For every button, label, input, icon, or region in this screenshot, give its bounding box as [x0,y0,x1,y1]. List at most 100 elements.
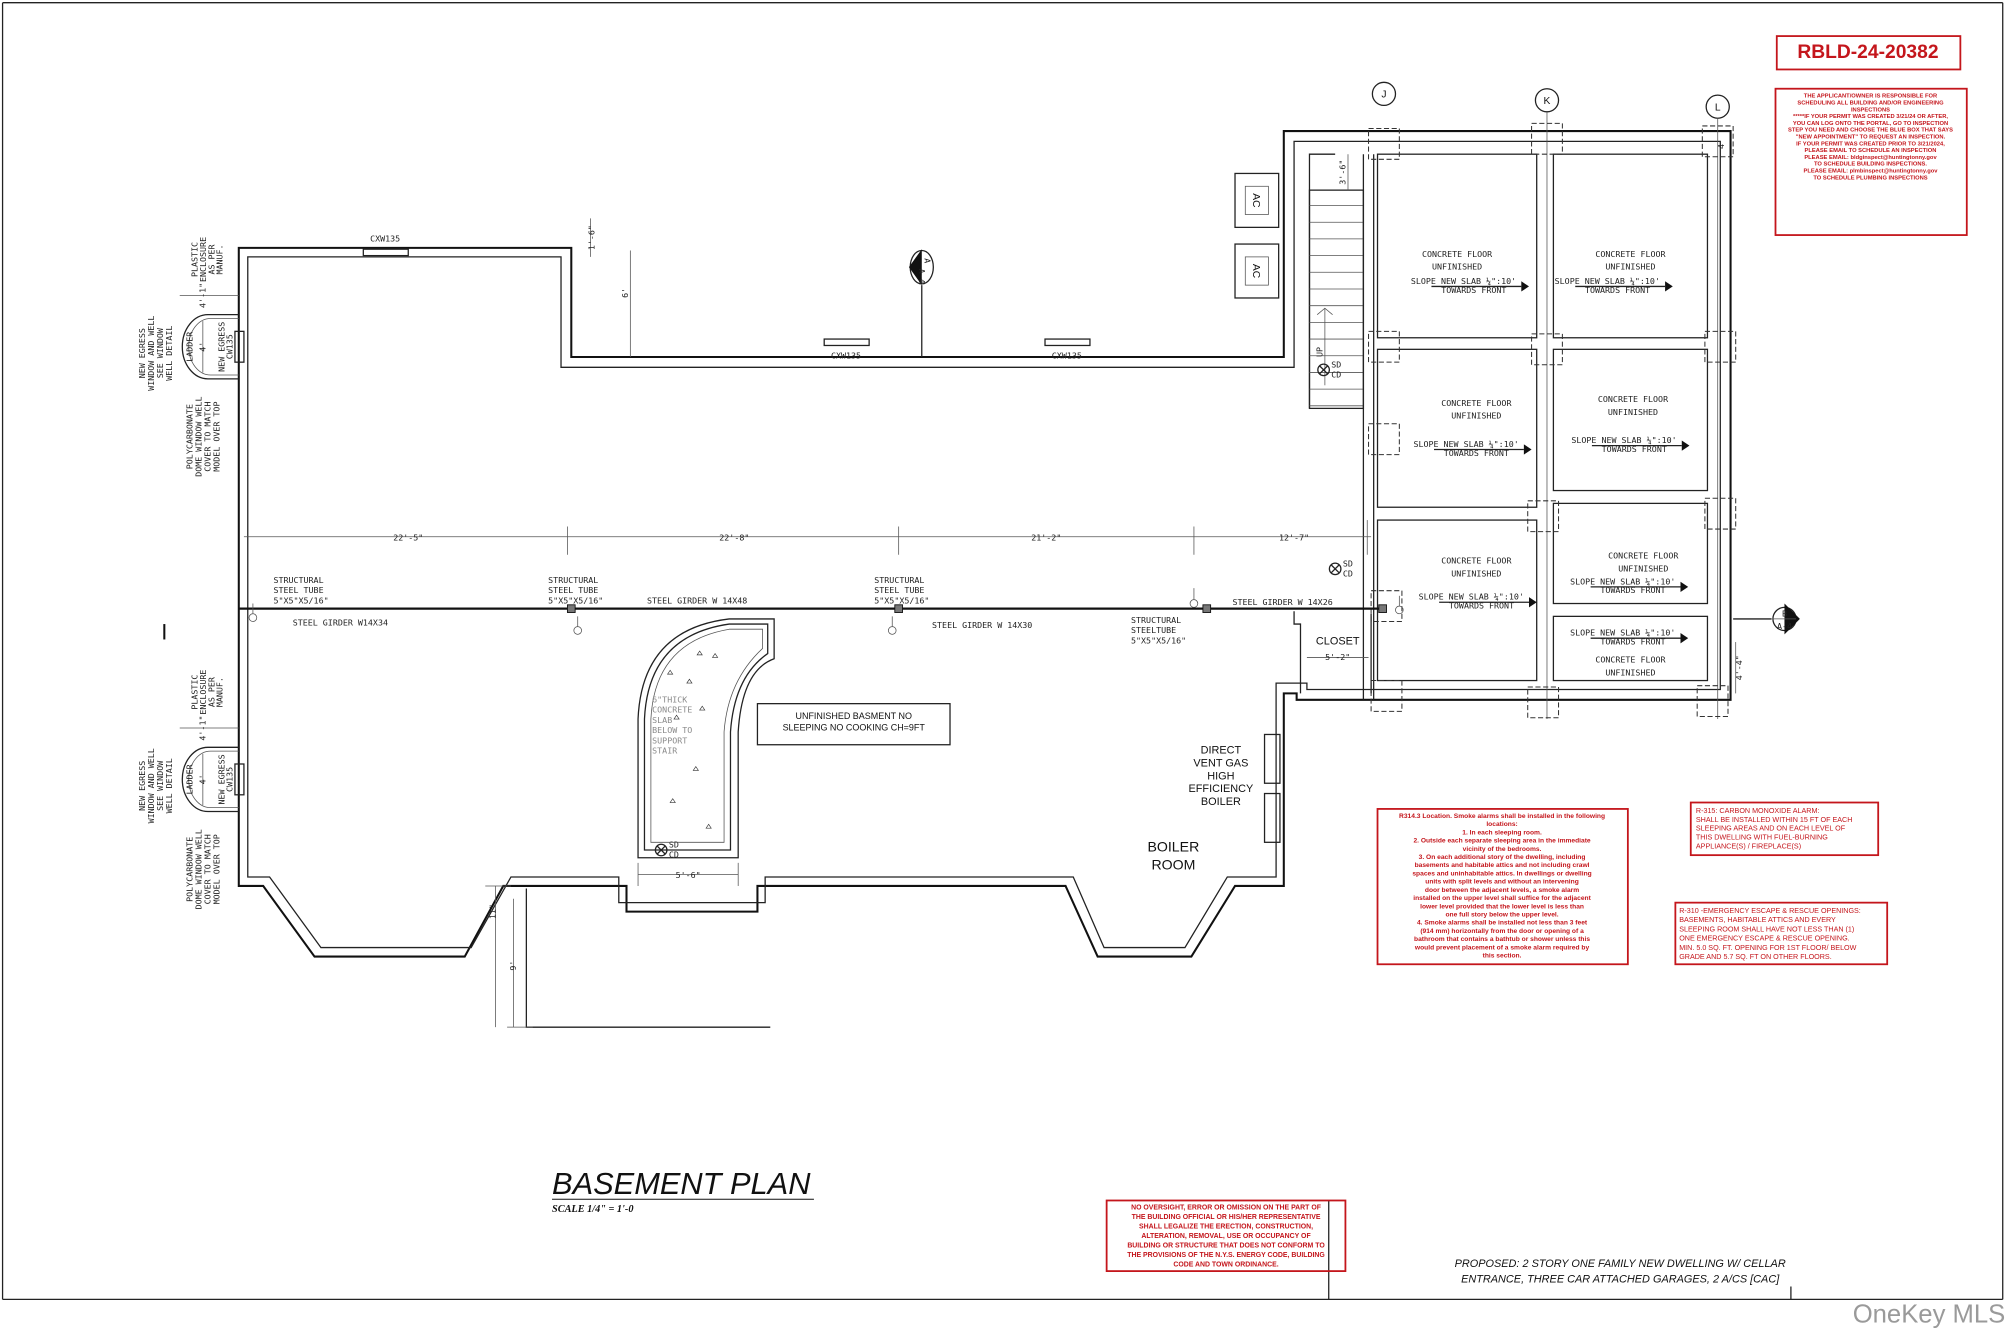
ac-label: AC [1250,193,1261,208]
egress-detail-text: POLYCARBONATEDOME WINDOW WELLCOVER TO MA… [185,829,222,909]
grid-label: K [1544,96,1551,107]
permit-number: RBLD-24-20382 [1797,42,1938,63]
window-cxw135-2: CXW135 [823,338,870,360]
steel-girder: STEEL GIRDER W14X34 STEEL GIRDER W 14X48… [163,575,1404,645]
text-line: SUPPORT [652,735,687,745]
text-line: YOU CAN LOG ONTO THE PORTAL, GO TO INSPE… [1793,121,1948,127]
text-line: R-315: CARBON MONOXIDE ALARM: [1696,807,1820,815]
slope-direction: TOWARDS FRONT [1585,285,1650,295]
detector-icon [1317,363,1331,377]
text-line: ALTERATION, REMOVAL, USE OR OCCUPANCY OF [1141,1233,1310,1240]
floor-label: CONCRETE FLOOR [1595,655,1666,665]
carbon-monoxide-note: R-315: CARBON MONOXIDE ALARM:SHALL BE IN… [1689,801,1880,857]
girder-label: STEEL GIRDER W 14X30 [932,620,1032,630]
dimension-right: 4'-4" 4' [1716,139,1744,694]
window-label: CXW135 [370,233,400,243]
plan-title: BASEMENT PLAN [552,1166,811,1201]
permit-stamp: RBLD-24-20382 [1775,35,1962,71]
text-line: BASEMENTS, HABITABLE ATTICS AND EVERY [1679,916,1836,924]
slope-direction: TOWARDS FRONT [1449,601,1514,611]
text-line: STAIR [652,746,678,756]
status-label: UNFINISHED [1432,262,1482,272]
slope-direction: TOWARDS FRONT [1444,448,1509,458]
text-line: STEP YOU NEED AND CHOOSE THE BLUE BOX TH… [1788,128,1953,134]
window-well-inner [188,750,239,809]
text-line: spaces and uninhabitable attics. In dwel… [1412,870,1591,877]
egress-detail-text: LADDER [185,763,195,794]
dimension-label: 12'-7" [1279,533,1309,543]
text-line: THIS DWELLING WITH FUEL-BURNING [1696,834,1828,842]
ac-unit-1: AC [1234,172,1280,229]
floor-label: CONCRETE FLOOR [1422,249,1493,259]
egress-detail-text: POLYCARBONATEDOME WINDOW WELLCOVER TO MA… [185,397,222,477]
text-line: APPLIANCE(S) / FIREPLACE(S) [1696,843,1801,851]
stair-up-label: UP [1314,347,1324,357]
plan-scale: SCALE 1/4" = 1'-0 [552,1204,633,1215]
closet-label: CLOSET [1316,636,1360,648]
grid-line-l: L [1705,94,1730,720]
dimension-string: 22'-5" 22'-8" 21'-2" 12'-7" [243,520,1372,555]
smoke-alarm-text: R314.3 Location. Smoke alarms shall be i… [1399,813,1605,960]
egress-detail-text: LADDER [185,331,195,362]
arrow-head-icon [1680,633,1689,644]
text-line: installed on the upper level shall suffi… [1413,895,1591,902]
text-line: R314.3 Location. Smoke alarms shall be i… [1399,813,1605,820]
text-line: BOILER [1201,796,1241,808]
egress-detail-text: NEW EGRESSCW135 [217,754,235,804]
egress-detail-text: PLASTICENCLOSUREAS PERMANUF. [190,237,225,282]
text-line: INSPECTIONS [1851,107,1890,113]
egress-detail-text: NEW EGRESSCW135 [217,322,235,372]
egress-detail-text: 4'-1" [197,716,207,741]
window-well-inner [188,318,239,376]
sd-label: SD [1343,558,1353,568]
text-line: STRUCTURAL [874,575,924,585]
text-line: basements and habitable attics and not i… [1415,862,1590,869]
status-label: UNFINISHED [1451,411,1501,421]
text-line: (914 mm) horizontally from the door or o… [1420,928,1584,935]
arrow-head-icon [1521,281,1530,292]
text-line: R-310 -EMERGENCY ESCAPE & RESCUE OPENING… [1679,907,1861,915]
text-line: 1. In each sleeping room. [1462,829,1542,836]
slope-label: SLOPE NEW SLAB ¼":10' [1571,435,1676,445]
egress-detail-text: 4' [197,342,207,352]
text-line: one full story below the upper level. [1445,912,1558,919]
text-line: ROOM [1151,856,1195,872]
dimension-label: 22'-5" [393,533,423,543]
carbon-monoxide-text: R-315: CARBON MONOXIDE ALARM:SHALL BE IN… [1696,807,1853,851]
watermark: OneKey MLS [1853,1300,2006,1328]
text-line: IF YOUR PERMIT WAS CREATED PRIOR TO 3/21… [1796,141,1945,147]
window-cxw135-1: CXW135 [362,233,409,257]
text-line: 5"X5"X5/16" [548,596,603,606]
sheet-border [1,2,2004,1300]
text-line: "NEW APPOINTMENT" TO REQUEST AN INSPECTI… [1796,135,1946,141]
girder-label: STEEL GIRDER W14X34 [293,617,388,627]
dimension-label: 9' [508,961,518,971]
text-line: THE PROVISIONS OF THE N.Y.S. ENERGY CODE… [1127,1252,1325,1259]
text-line: units with split levels and without an i… [1425,879,1578,886]
text-line: TO SCHEDULE BUILDING INSPECTIONS. [1814,162,1927,168]
arrow-head-icon [1680,581,1689,592]
window-label: CXW135 [1052,350,1082,360]
section-id: B [1782,608,1787,618]
text-line: locations: [1486,821,1517,828]
egress-detail-text: NEW EGRESSWINDOW AND WELLSEE WINDOWWELL … [137,316,174,391]
dimension-label: 4'-4" [1734,655,1744,680]
grid-label: L [1715,103,1721,114]
grid-label: J [1381,90,1386,101]
project-description: PROPOSED: 2 STORY ONE FAMILY NEW DWELLIN… [1328,1200,1792,1300]
egress-detail-text: PLASTICENCLOSUREAS PERMANUF. [190,670,225,715]
garage-slab-grid [1362,122,1737,719]
text-line: SLEEPING AREAS AND ON EACH LEVEL OF [1696,825,1846,833]
